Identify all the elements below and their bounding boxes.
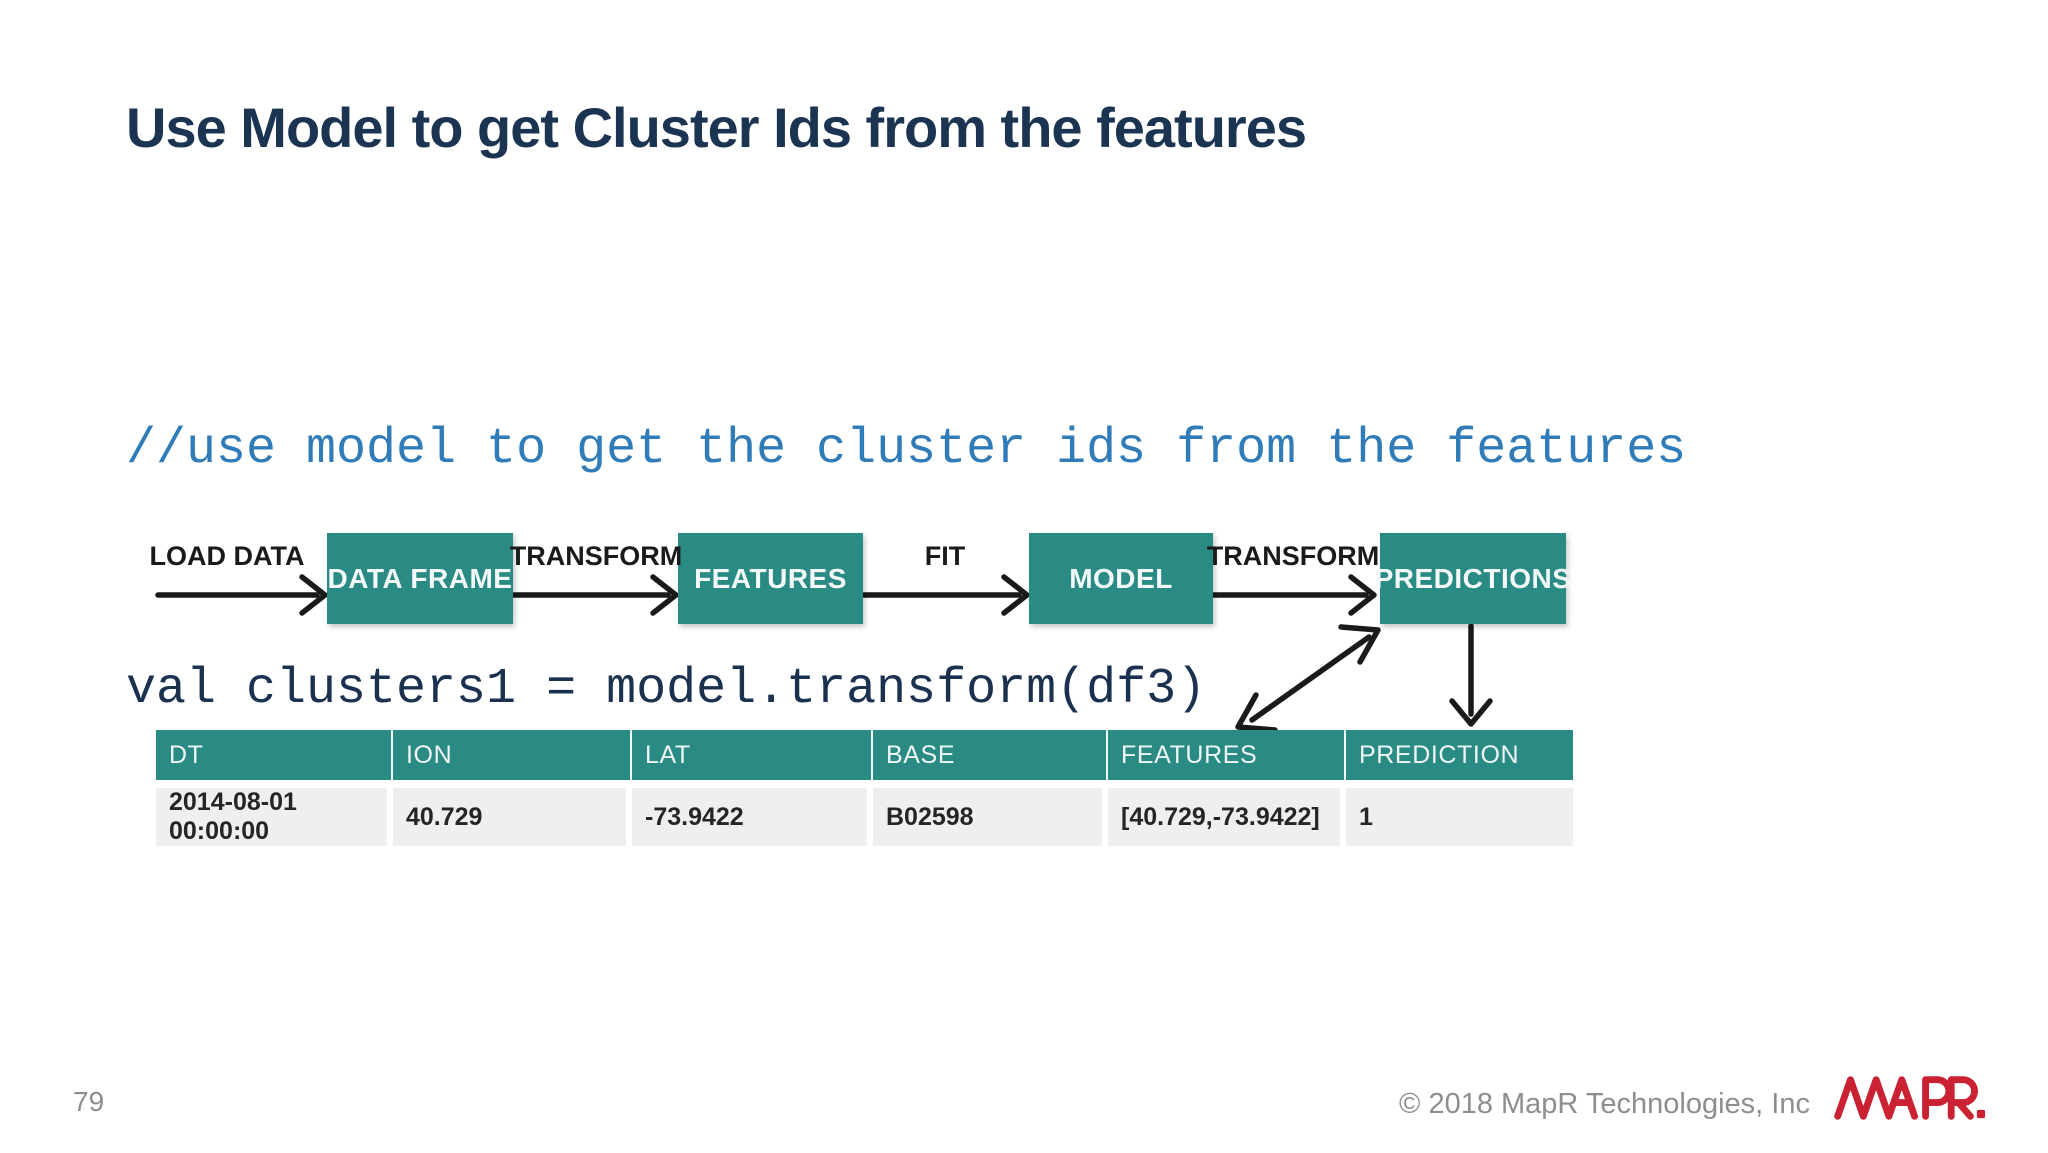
table-header-features: FEATURES	[1108, 730, 1346, 780]
logo-r	[1947, 1076, 1978, 1120]
arrow-label-load-data: LOAD DATA	[149, 541, 305, 571]
code-block: //use model to get the cluster ids from …	[126, 250, 1686, 890]
table-cell-dt: 2014-08-01 00:00:00	[156, 788, 393, 846]
table-cell-ion: 40.729	[393, 788, 632, 846]
code-comment-line: //use model to get the cluster ids from …	[126, 421, 1687, 478]
table-cell-prediction: 1	[1346, 788, 1573, 846]
mapr-logo	[1834, 1076, 1986, 1120]
pipeline-box-predictions: PREDICTIONS	[1375, 533, 1571, 624]
page-number: 79	[73, 1086, 105, 1117]
table-cell-base: B02598	[873, 788, 1108, 846]
slide-title: Use Model to get Cluster Ids from the fe…	[126, 96, 1307, 159]
pipeline-box-model: MODEL	[1029, 533, 1213, 624]
logo-p	[1922, 1076, 1953, 1120]
table-header-row: DT ION LAT BASE FEATURES PREDICTION	[156, 730, 1573, 780]
logo-ma-zigzag	[1834, 1076, 1919, 1120]
logo-period	[1976, 1109, 1986, 1119]
pipeline-box-features: FEATURES	[678, 533, 863, 624]
table-cell-lat: -73.9422	[632, 788, 873, 846]
table-header-dt: DT	[156, 730, 393, 780]
code-statement-line: val clusters1 = model.transform(df3)	[126, 661, 1207, 718]
table-cell-features: [40.729,-73.9422]	[1108, 788, 1346, 846]
predictions-table: DT ION LAT BASE FEATURES PREDICTION 2014…	[156, 730, 1573, 846]
table-header-base: BASE	[873, 730, 1108, 780]
arrow-label-transform-1: TRANSFORM	[509, 541, 683, 571]
table-header-ion: ION	[393, 730, 632, 780]
table-header-prediction: PREDICTION	[1346, 730, 1573, 780]
arrow-label-transform-2: TRANSFORM	[1206, 541, 1380, 571]
arrow-label-fit: FIT	[924, 541, 966, 571]
copyright-text: © 2018 MapR Technologies, Inc	[1399, 1088, 1810, 1120]
pipeline-box-data-frame: DATA FRAME	[327, 533, 513, 624]
table-header-lat: LAT	[632, 730, 873, 780]
table-row: 2014-08-01 00:00:00 40.729 -73.9422 B025…	[156, 788, 1573, 846]
